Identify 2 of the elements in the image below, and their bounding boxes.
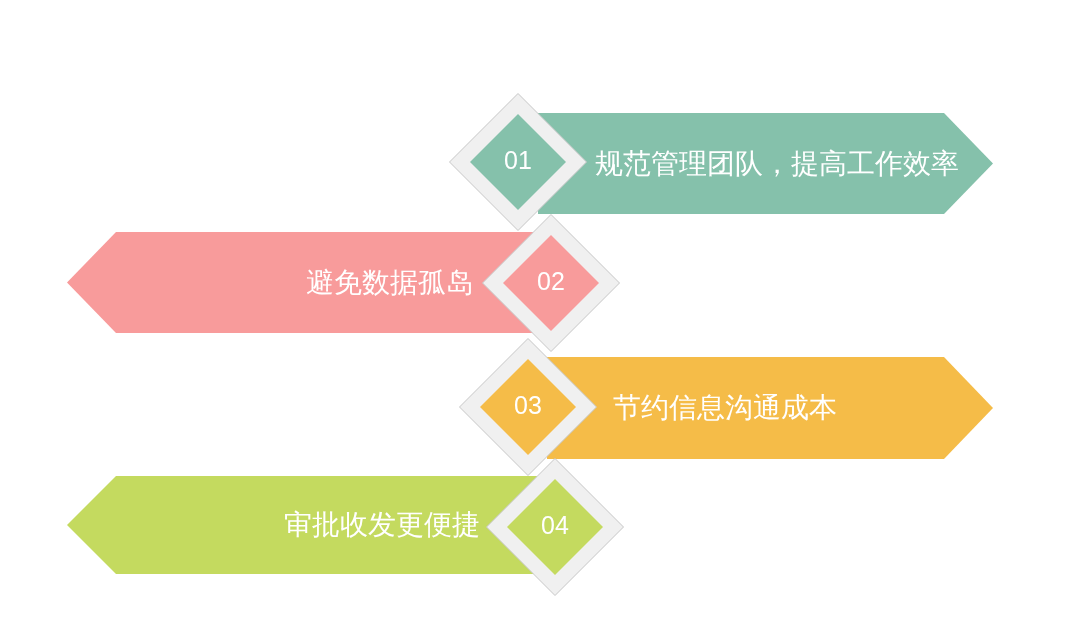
number-diamond: 04 <box>486 458 624 596</box>
number-diamond: 02 <box>482 214 620 352</box>
